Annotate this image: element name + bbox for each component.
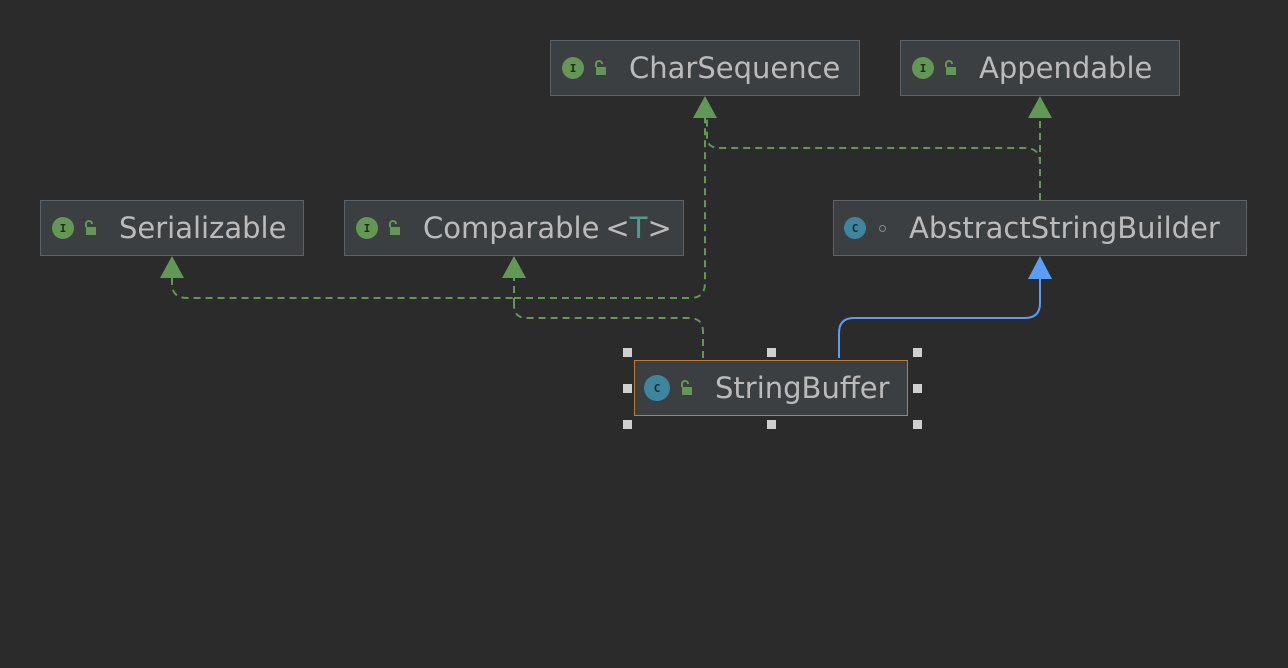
package-private-icon bbox=[879, 224, 886, 232]
node-comparable[interactable]: I Comparable<T> bbox=[344, 200, 684, 256]
public-lock-icon bbox=[595, 60, 606, 75]
node-stringbuffer[interactable]: C StringBuffer bbox=[634, 360, 908, 416]
type-param-close: > bbox=[647, 211, 672, 245]
node-charsequence[interactable]: I CharSequence bbox=[550, 40, 860, 96]
selection-handle-top-right[interactable] bbox=[913, 348, 922, 357]
selection-handle-top-left[interactable] bbox=[623, 348, 632, 357]
type-param-open: < bbox=[605, 211, 630, 245]
node-label: Appendable bbox=[979, 51, 1153, 85]
public-lock-icon bbox=[389, 220, 400, 235]
interface-icon: I bbox=[912, 57, 934, 79]
edge-stringbuffer-abstractstringbuilder bbox=[838, 278, 1041, 358]
node-label: StringBuffer bbox=[715, 371, 890, 405]
selection-handle-middle-right[interactable] bbox=[913, 384, 922, 393]
type-param-name: T bbox=[629, 211, 648, 245]
edge-abstractstringbuilder-charsequence bbox=[706, 118, 1041, 200]
edge-stringbuffer-serializable bbox=[171, 276, 704, 358]
selection-handle-middle-left[interactable] bbox=[623, 384, 632, 393]
node-abstractstringbuilder[interactable]: C AbstractStringBuilder bbox=[833, 200, 1247, 256]
selection-handle-bottom-center[interactable] bbox=[767, 420, 776, 429]
node-name: Comparable bbox=[423, 211, 600, 245]
arrowhead-serializable bbox=[160, 256, 184, 278]
public-lock-icon bbox=[945, 60, 956, 75]
interface-icon: I bbox=[356, 217, 378, 239]
arrowhead-charsequence bbox=[693, 96, 717, 118]
node-serializable[interactable]: I Serializable bbox=[40, 200, 304, 256]
node-label: Comparable<T> bbox=[423, 211, 672, 245]
node-label: Serializable bbox=[119, 211, 287, 245]
selection-handle-bottom-left[interactable] bbox=[623, 420, 632, 429]
arrowhead-abstractstringbuilder bbox=[1028, 256, 1052, 279]
arrowhead-comparable bbox=[502, 256, 526, 278]
node-label: CharSequence bbox=[629, 51, 841, 85]
abstract-class-icon: C bbox=[844, 217, 866, 239]
type-parameter: <T> bbox=[599, 211, 671, 245]
final-class-icon: C bbox=[644, 375, 670, 401]
public-lock-icon bbox=[681, 380, 692, 395]
selection-handle-bottom-right[interactable] bbox=[913, 420, 922, 429]
node-appendable[interactable]: I Appendable bbox=[900, 40, 1180, 96]
selection-handle-top-center[interactable] bbox=[767, 348, 776, 357]
arrowhead-appendable bbox=[1028, 96, 1052, 118]
node-label: AbstractStringBuilder bbox=[909, 211, 1220, 245]
interface-icon: I bbox=[52, 217, 74, 239]
public-lock-icon bbox=[85, 220, 96, 235]
interface-icon: I bbox=[562, 57, 584, 79]
